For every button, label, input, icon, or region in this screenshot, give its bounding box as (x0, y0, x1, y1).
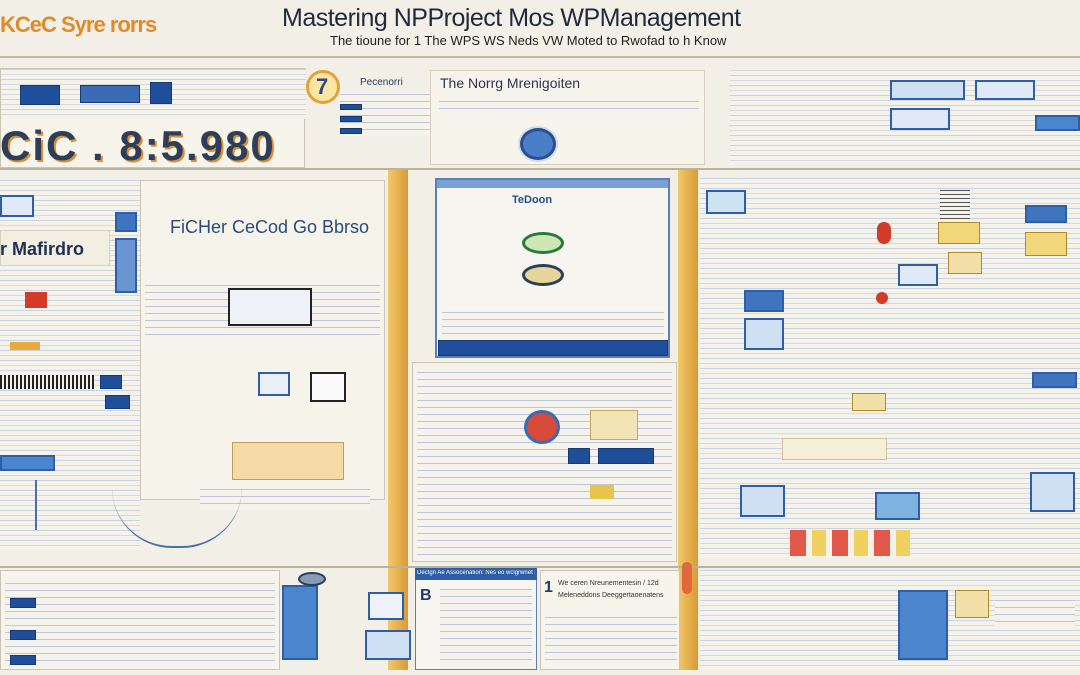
bottom-center-letter: B (420, 587, 432, 604)
bottom-rule (0, 566, 1080, 568)
bottom-device-c (368, 592, 404, 620)
left-center-card (232, 442, 344, 480)
left-tile-d (0, 455, 55, 471)
top-center-panel (430, 70, 705, 165)
gauge-icon (310, 372, 346, 402)
bottom-right-line1: We ceren Nreunementesin / 12d (558, 580, 659, 587)
page-subtitle: The tioune for 1 The WPS WS Neds VW Mote… (330, 33, 727, 48)
center-window-titlebar (437, 180, 668, 188)
bottom-device-a (282, 585, 318, 660)
bottom-left-tile-c (10, 655, 36, 665)
right-yellow-card-a (938, 222, 980, 244)
left-center-footer (200, 488, 370, 510)
logo: KCeC Syre rorrs (0, 12, 157, 37)
bottom-left-tile-b (10, 630, 36, 640)
monitor-icon (520, 128, 556, 160)
center-lower-panel (412, 362, 677, 562)
right-tile-b (1025, 205, 1067, 223)
top-mid-row-a (340, 104, 362, 110)
top-right-tile-b (975, 80, 1035, 100)
right-tile-i (1030, 472, 1075, 512)
center-heading: FiCHer CeCod Go Bbrso (170, 217, 370, 237)
top-mid-row-c (340, 128, 362, 134)
center-window-list (442, 310, 664, 340)
center-window-footer (438, 340, 668, 356)
right-tile-a (706, 190, 746, 214)
right-yellow-card-d (852, 393, 886, 411)
left-heading: r Mafirdro (0, 239, 85, 259)
top-right-tile-a (890, 80, 965, 100)
left-tile-a (0, 195, 34, 217)
center-disc-b (522, 264, 564, 286)
top-center-title: The Norrg Mrenigoiten (440, 75, 581, 91)
right-red-dot (876, 292, 888, 304)
right-tile-f (1032, 372, 1077, 388)
window-title: TeDoon (512, 194, 553, 206)
bottom-center-header: Dectgn Ae Assocenation: Nes eo wclgrwnet… (417, 570, 535, 576)
center-dark-tile-b (598, 448, 654, 464)
top-right-tile-c (890, 108, 950, 130)
bottom-right-line2: Meleneddons Deeggertaoenatens (558, 592, 664, 599)
bottom-right-panel (540, 570, 680, 670)
bottom-far-right-card (955, 590, 989, 618)
center-yellow-card (590, 410, 638, 440)
bottom-device-d (365, 630, 411, 660)
bottom-center-list (440, 588, 532, 666)
left-connector (35, 480, 37, 530)
right-tile-h (875, 492, 920, 520)
left-barcode (0, 375, 95, 389)
header-rule (0, 56, 1080, 58)
top-left-icon-c (150, 82, 172, 104)
left-heading-bar (0, 230, 110, 266)
pillar-left (388, 170, 408, 670)
page-title: Mastering NPProject Mos WPManagement (282, 4, 741, 32)
top-right-tile-d (1035, 115, 1080, 131)
alert-icon (25, 292, 47, 308)
center-dark-tile-a (568, 448, 590, 464)
bottom-far-right-column (898, 590, 948, 660)
bottom-red-marker (682, 562, 692, 594)
left-center-column (115, 238, 137, 293)
left-orange-bar (10, 342, 40, 350)
left-tile-b (100, 375, 122, 389)
bottom-left-tile-a (10, 598, 36, 608)
top-left-icon-b (80, 85, 140, 103)
middle-rule (0, 168, 1080, 170)
right-tile-c (898, 264, 938, 286)
right-tile-d (744, 290, 784, 312)
left-tile-c (105, 395, 130, 409)
right-wide-card (782, 438, 887, 460)
right-red-marker (877, 222, 891, 244)
left-center-tile (115, 212, 137, 232)
right-tile-e (744, 318, 784, 350)
bottom-far-right-list (995, 598, 1075, 628)
pillar-right (678, 170, 698, 670)
bottom-center-headerbar (415, 568, 537, 580)
center-red-icon (524, 410, 560, 444)
left-center-arc (112, 468, 242, 548)
bottom-device-b (298, 572, 326, 586)
top-mid-row-b (340, 116, 362, 122)
top-mid-label: Pecenorri (360, 77, 403, 88)
big-code: CiC . 8:5.980 (0, 122, 276, 169)
center-yellow-tile (590, 485, 614, 499)
right-chip-row (790, 530, 910, 556)
center-disc-a (522, 232, 564, 254)
right-tile-g (740, 485, 785, 517)
right-yellow-card-c (948, 252, 982, 274)
bottom-right-number: 1 (544, 579, 553, 596)
clock-icon (306, 70, 340, 104)
bottom-left-panel (0, 570, 280, 670)
screen-icon (228, 288, 312, 326)
top-left-icon-a (20, 85, 60, 105)
router-icon (258, 372, 290, 396)
right-yellow-card-b (1025, 232, 1067, 256)
badge-number: 7 (316, 74, 329, 99)
